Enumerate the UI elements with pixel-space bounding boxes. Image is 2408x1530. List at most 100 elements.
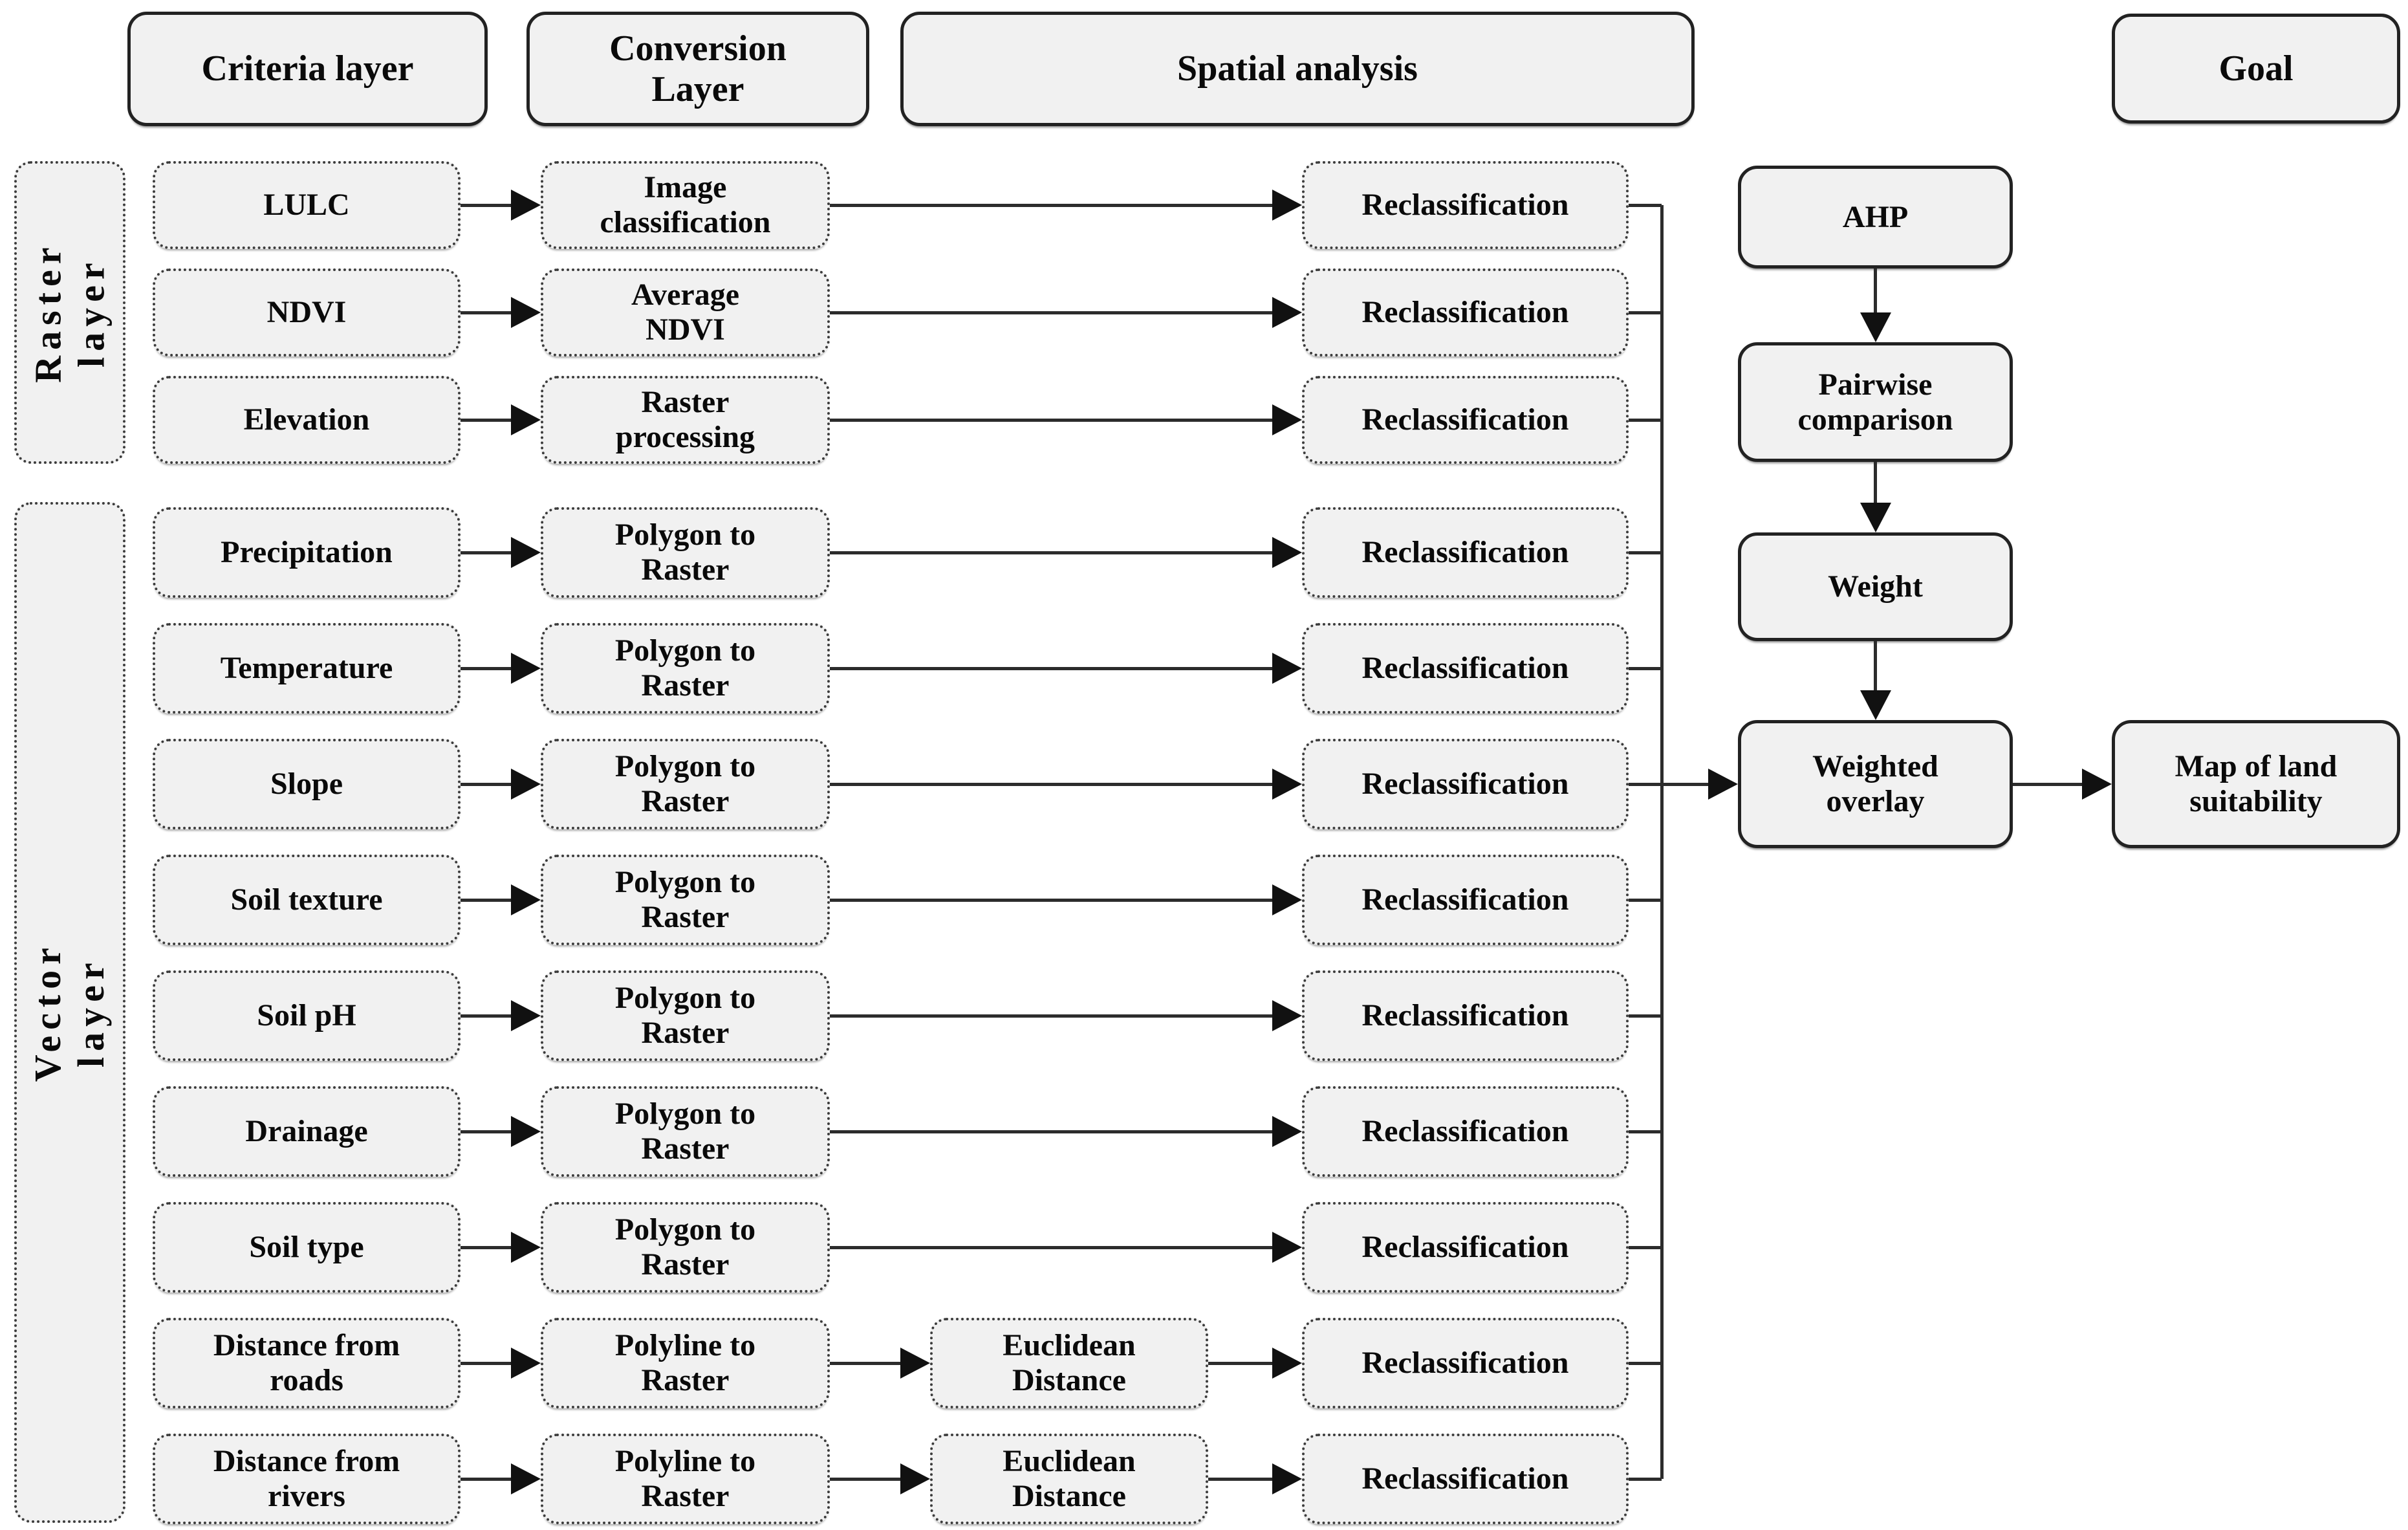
criteria-box: Distance from rivers bbox=[153, 1434, 461, 1524]
reclassification-box: Reclassification bbox=[1302, 739, 1629, 829]
pairwise-comparison-box: Pairwise comparison bbox=[1738, 342, 2013, 462]
arrow-down-icon bbox=[1860, 690, 1891, 720]
criteria-box: Distance from roads bbox=[153, 1318, 461, 1408]
arrow-right-icon bbox=[1272, 404, 1302, 435]
arrow-right-icon bbox=[1272, 190, 1302, 221]
euclidean-distance-box: Euclidean Distance bbox=[930, 1318, 1208, 1408]
connector-conversion-reclassification bbox=[830, 311, 1272, 314]
group-raster-layer: Raster layer bbox=[14, 161, 125, 464]
connector-conversion-reclassification bbox=[830, 419, 1272, 422]
conversion-box: Image classification bbox=[541, 161, 830, 249]
reclassification-box: Reclassification bbox=[1302, 268, 1629, 356]
connector-ahp-pairwise bbox=[1874, 268, 1877, 312]
connector-criteria-conversion bbox=[461, 1478, 511, 1481]
connector-reclassification-collector bbox=[1629, 1362, 1662, 1365]
header-goal: Goal bbox=[2112, 14, 2400, 124]
conversion-box: Polygon to Raster bbox=[541, 855, 830, 945]
group-vector-layer: Vector layer bbox=[14, 502, 125, 1523]
connector-conversion-distance bbox=[830, 1362, 900, 1365]
conversion-box: Raster processing bbox=[541, 376, 830, 464]
arrow-right-icon bbox=[1272, 769, 1302, 800]
conversion-box: Polygon to Raster bbox=[541, 739, 830, 829]
criteria-box: Soil texture bbox=[153, 855, 461, 945]
connector-criteria-conversion bbox=[461, 1246, 511, 1249]
connector-reclassification-collector bbox=[1629, 419, 1662, 422]
connector-criteria-conversion bbox=[461, 1014, 511, 1018]
conversion-box: Polyline to Raster bbox=[541, 1318, 830, 1408]
arrow-right-icon bbox=[511, 404, 541, 435]
arrow-right-icon bbox=[1272, 653, 1302, 684]
connector-conversion-reclassification bbox=[830, 899, 1272, 902]
arrow-right-icon bbox=[511, 769, 541, 800]
connector-overlay-map bbox=[2013, 783, 2082, 786]
connector-reclassification-collector bbox=[1629, 1130, 1662, 1133]
connector-conversion-reclassification bbox=[830, 783, 1272, 786]
arrow-right-icon bbox=[1272, 1348, 1302, 1379]
conversion-box: Polyline to Raster bbox=[541, 1434, 830, 1524]
reclassification-box: Reclassification bbox=[1302, 970, 1629, 1061]
criteria-box: Soil pH bbox=[153, 970, 461, 1061]
arrow-right-icon bbox=[1708, 769, 1738, 800]
connector-reclassification-collector bbox=[1629, 311, 1662, 314]
header-spatial-analysis: Spatial analysis bbox=[900, 12, 1695, 126]
conversion-box: Polygon to Raster bbox=[541, 507, 830, 598]
conversion-box: Polygon to Raster bbox=[541, 623, 830, 714]
conversion-box: Average NDVI bbox=[541, 268, 830, 356]
conversion-box: Polygon to Raster bbox=[541, 970, 830, 1061]
connector-conversion-reclassification bbox=[830, 204, 1272, 207]
criteria-box: Slope bbox=[153, 739, 461, 829]
reclassification-box: Reclassification bbox=[1302, 1434, 1629, 1524]
criteria-box: NDVI bbox=[153, 268, 461, 356]
arrow-right-icon bbox=[511, 297, 541, 328]
connector-collector-overlay bbox=[1662, 783, 1708, 786]
connector-reclassification-collector bbox=[1629, 1478, 1662, 1481]
connector-reclassification-collector bbox=[1629, 1014, 1662, 1018]
arrow-right-icon bbox=[511, 884, 541, 915]
connector-weight-overlay bbox=[1874, 641, 1877, 690]
arrow-right-icon bbox=[1272, 884, 1302, 915]
reclassification-box: Reclassification bbox=[1302, 507, 1629, 598]
reclassification-box: Reclassification bbox=[1302, 376, 1629, 464]
reclassification-box: Reclassification bbox=[1302, 161, 1629, 249]
arrow-right-icon bbox=[511, 190, 541, 221]
reclassification-box: Reclassification bbox=[1302, 623, 1629, 714]
arrow-right-icon bbox=[1272, 297, 1302, 328]
connector-criteria-conversion bbox=[461, 551, 511, 554]
arrow-right-icon bbox=[900, 1463, 930, 1494]
arrow-right-icon bbox=[511, 537, 541, 568]
connector-reclassification-collector bbox=[1629, 551, 1662, 554]
arrow-right-icon bbox=[511, 1232, 541, 1263]
criteria-box: Precipitation bbox=[153, 507, 461, 598]
arrow-right-icon bbox=[1272, 1232, 1302, 1263]
reclassification-box: Reclassification bbox=[1302, 1202, 1629, 1293]
connector-criteria-conversion bbox=[461, 783, 511, 786]
connector-criteria-conversion bbox=[461, 1130, 511, 1133]
connector-criteria-conversion bbox=[461, 899, 511, 902]
connector-pairwise-weight bbox=[1874, 462, 1877, 503]
conversion-box: Polygon to Raster bbox=[541, 1086, 830, 1177]
connector-reclassification-collector bbox=[1629, 899, 1662, 902]
arrow-right-icon bbox=[511, 1000, 541, 1031]
arrow-right-icon bbox=[511, 1348, 541, 1379]
arrow-right-icon bbox=[1272, 1000, 1302, 1031]
connector-criteria-conversion bbox=[461, 204, 511, 207]
arrow-right-icon bbox=[511, 1463, 541, 1494]
arrow-right-icon bbox=[511, 653, 541, 684]
ahp-box: AHP bbox=[1738, 166, 2013, 268]
connector-conversion-reclassification bbox=[830, 1246, 1272, 1249]
arrow-right-icon bbox=[1272, 1463, 1302, 1494]
connector-conversion-reclassification bbox=[830, 551, 1272, 554]
criteria-box: Elevation bbox=[153, 376, 461, 464]
reclassification-box: Reclassification bbox=[1302, 1086, 1629, 1177]
connector-criteria-conversion bbox=[461, 311, 511, 314]
map-of-land-suitability-box: Map of land suitability bbox=[2112, 720, 2400, 848]
arrow-right-icon bbox=[1272, 1116, 1302, 1147]
connector-reclassification-collector bbox=[1629, 667, 1662, 670]
connector-reclassification-collector bbox=[1629, 783, 1662, 786]
criteria-box: Soil type bbox=[153, 1202, 461, 1293]
weighted-overlay-box: Weighted overlay bbox=[1738, 720, 2013, 848]
connector-reclassification-collector bbox=[1629, 1246, 1662, 1249]
criteria-box: LULC bbox=[153, 161, 461, 249]
connector-reclassification-collector bbox=[1629, 204, 1662, 207]
